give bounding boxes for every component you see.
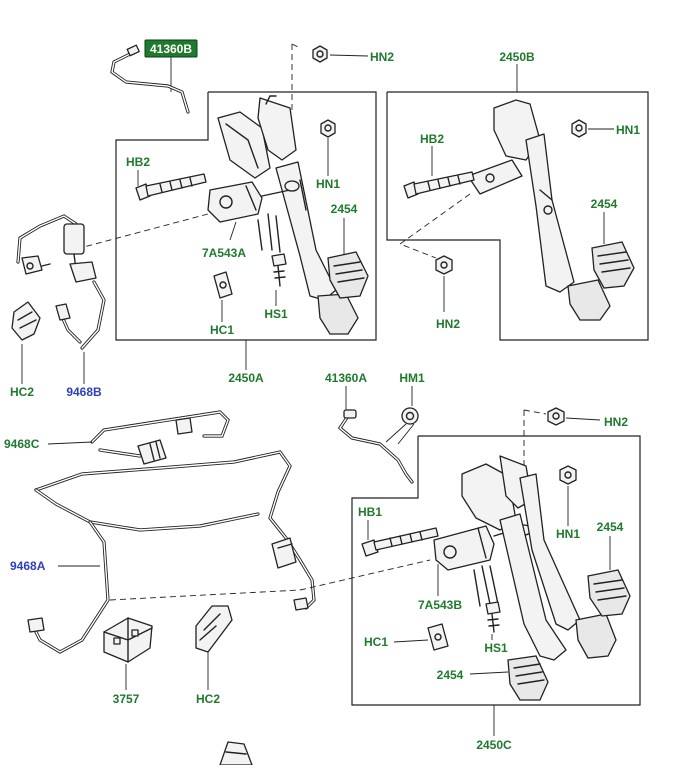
- label-2454-right[interactable]: 2454: [591, 197, 618, 211]
- pipe-9468a: [27, 450, 316, 654]
- label-2454-left[interactable]: 2454: [331, 202, 358, 216]
- pedal-assembly-2450c: [433, 455, 631, 701]
- bolt-hs1-left: [271, 253, 287, 287]
- clip-hc1-left: [213, 271, 233, 299]
- label-2450c[interactable]: 2450C: [476, 738, 512, 752]
- label-hc1-lower[interactable]: HC1: [364, 635, 388, 649]
- label-hn1-left[interactable]: HN1: [316, 177, 340, 191]
- label-9468a[interactable]: 9468A: [10, 559, 46, 573]
- label-hn2-lower[interactable]: HN2: [604, 415, 628, 429]
- nut-hn1-left: [320, 119, 336, 138]
- label-hb1[interactable]: HB1: [358, 505, 382, 519]
- frame-2450c: [351, 435, 641, 706]
- highlight-41360b[interactable]: 41360B: [144, 39, 198, 58]
- label-2454-lower[interactable]: 2454: [437, 668, 464, 682]
- pedal-assembly-2450a: [207, 95, 369, 335]
- bolt-hb2-right: [403, 171, 475, 199]
- frame-2450b: [386, 91, 649, 341]
- label-hc2-lower[interactable]: HC2: [196, 692, 220, 706]
- label-hb2-right[interactable]: HB2: [420, 132, 444, 146]
- label-9468b[interactable]: 9468B: [66, 385, 102, 399]
- pedal-assembly-2450b: [467, 99, 635, 321]
- label-2454-lower-right[interactable]: 2454: [597, 520, 624, 534]
- label-hn1-lower[interactable]: HN1: [556, 527, 580, 541]
- label-2450b[interactable]: 2450B: [499, 50, 535, 64]
- label-hm1[interactable]: HM1: [399, 371, 425, 385]
- label-7a543a[interactable]: 7A543A: [202, 246, 246, 260]
- nut-hn2-top: [312, 45, 328, 63]
- bolt-hb2-left: [135, 173, 207, 201]
- clip-hc2-lower: [195, 605, 233, 653]
- label-41360a[interactable]: 41360A: [325, 371, 367, 385]
- label-3757[interactable]: 3757: [113, 692, 140, 706]
- bolt-hb1: [361, 527, 439, 557]
- label-hn1-right[interactable]: HN1: [616, 123, 640, 137]
- label-hn2-top[interactable]: HN2: [370, 50, 394, 64]
- label-hb2-left[interactable]: HB2: [126, 155, 150, 169]
- nut-hn1-lower: [559, 465, 577, 485]
- grommet-hm1: [401, 407, 419, 425]
- clip-hc2-left: [11, 301, 41, 341]
- reservoir-hose-left: [16, 214, 106, 350]
- labels: HN2 2450B HB2 HB2 HN1 HN1 2454 2454 7A54…: [4, 50, 640, 752]
- pipe-9468c: [90, 410, 230, 465]
- cropped-part-bottom: [219, 741, 253, 766]
- switch-3757: [103, 617, 153, 663]
- clip-hc1-lower: [427, 623, 449, 651]
- nut-hn2-lower: [547, 407, 565, 426]
- label-hs1-left[interactable]: HS1: [264, 307, 288, 321]
- label-hn2-right-mid[interactable]: HN2: [436, 317, 460, 331]
- label-9468c[interactable]: 9468C: [4, 437, 40, 451]
- hose-41360b: [110, 44, 190, 114]
- nut-hn1-right: [571, 119, 587, 138]
- label-7a543b[interactable]: 7A543B: [418, 598, 462, 612]
- hose-41360a: [337, 409, 414, 484]
- label-hc1-left[interactable]: HC1: [210, 323, 234, 337]
- label-41360b: 41360B: [150, 42, 192, 56]
- bolt-hs1-lower: [485, 601, 501, 633]
- label-hs1-lower[interactable]: HS1: [484, 641, 508, 655]
- label-hc2-left[interactable]: HC2: [10, 385, 34, 399]
- frame-2450a: [115, 91, 377, 341]
- label-2450a[interactable]: 2450A: [228, 371, 264, 385]
- nut-hn2-right-mid: [435, 255, 453, 275]
